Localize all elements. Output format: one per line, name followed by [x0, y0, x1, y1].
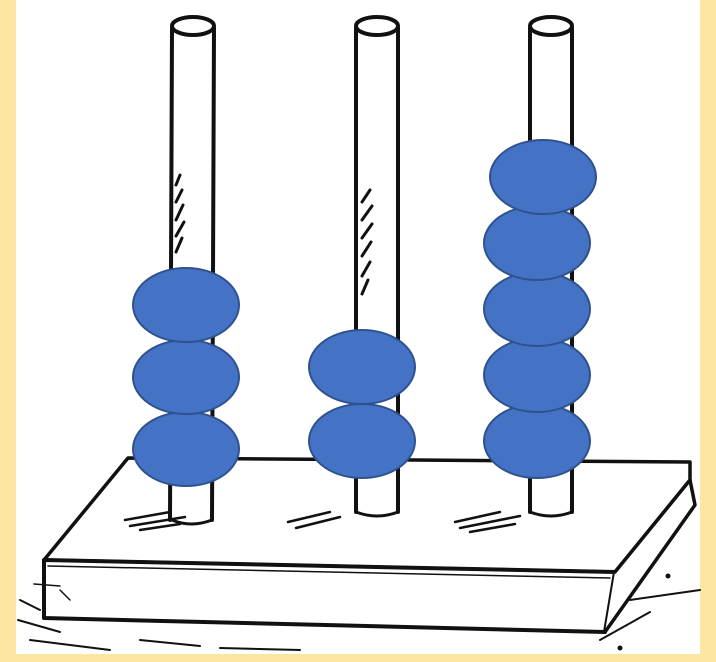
bead-middle-2 [308, 329, 416, 405]
bead-right-4 [483, 205, 591, 281]
bead-right-3 [483, 271, 591, 347]
beads [132, 139, 597, 487]
bead-left-2 [132, 339, 240, 415]
bead-middle-1 [308, 403, 416, 479]
bead-left-3 [132, 267, 240, 343]
abacus-base [17, 456, 701, 651]
bead-right-5 [489, 139, 597, 215]
bead-left-1 [132, 411, 240, 487]
bead-right-2 [483, 337, 591, 413]
bead-right-1 [483, 403, 591, 479]
